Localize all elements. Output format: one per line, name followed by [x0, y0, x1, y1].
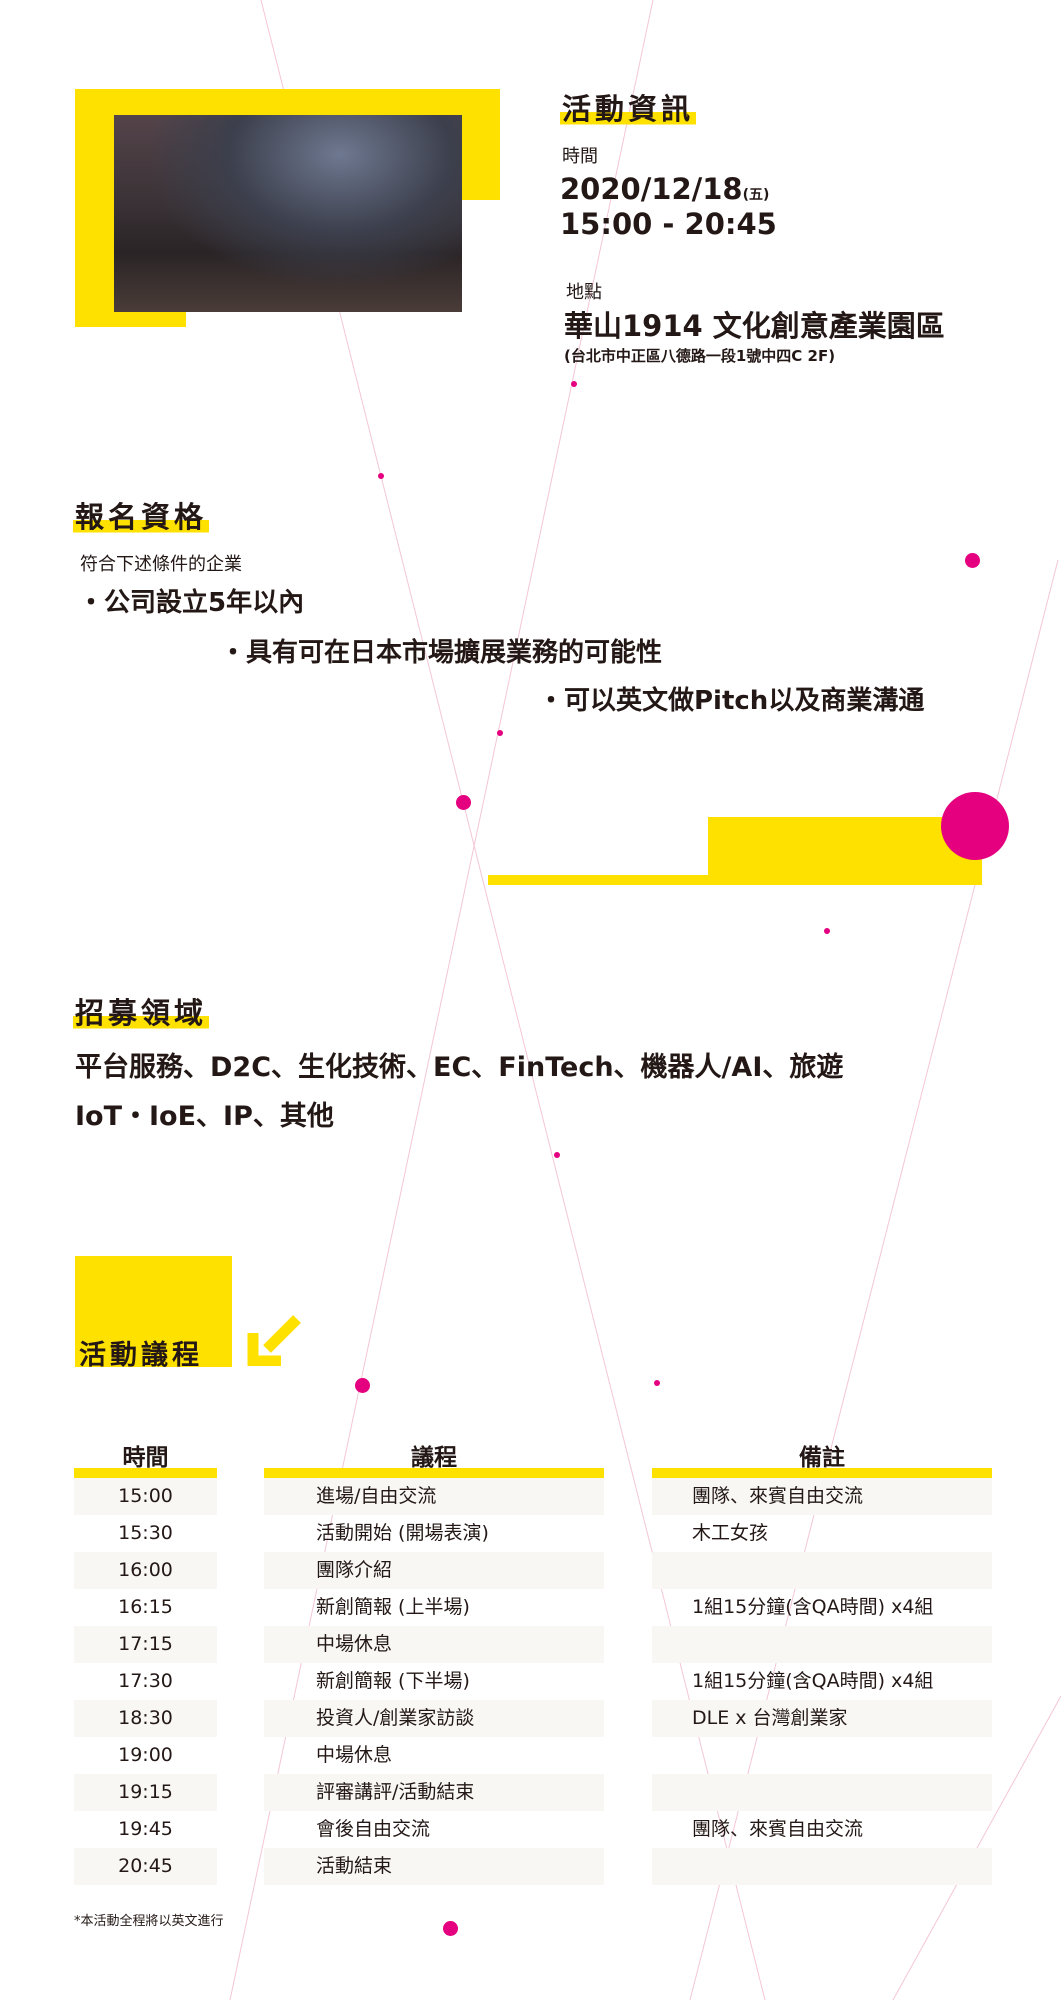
agenda-program-cell: 新創簡報 (下半場)	[316, 1670, 470, 1692]
agenda-time-cell: 19:15	[74, 1774, 217, 1811]
agenda-program-cell: 投資人/創業家訪談	[264, 1700, 604, 1737]
header-bar	[652, 1468, 992, 1478]
agenda-program-cell: 團隊介紹	[264, 1552, 604, 1589]
agenda-note-cell: 團隊、來賓自由交流	[652, 1478, 992, 1515]
eligibility-item: ・公司設立5年以內	[78, 588, 305, 618]
agenda-note-cell	[652, 1737, 992, 1774]
eligibility-item: ・可以英文做Pitch以及商業溝通	[538, 686, 925, 716]
agenda-note-cell	[652, 1626, 992, 1663]
agenda-note-cell: 1組15分鐘(含QA時間) x4組	[692, 1670, 934, 1692]
note-header: 備註	[799, 1445, 845, 1471]
decor-dot	[654, 1380, 660, 1386]
agenda-time-cell: 18:30	[74, 1700, 217, 1737]
header-bar	[264, 1468, 604, 1478]
decor-dot	[378, 473, 384, 479]
agenda-program-cell: 新創簡報 (上半場)	[316, 1596, 470, 1618]
time-label: 時間	[562, 146, 598, 167]
decor-circle	[941, 792, 1009, 860]
agenda-time-cell: 19:45	[118, 1818, 173, 1840]
header-bar	[74, 1468, 217, 1478]
agenda-note-cell	[652, 1552, 992, 1589]
arrow-down-left-icon	[247, 1315, 301, 1366]
weekday-text: (五)	[742, 187, 770, 203]
time-column: 時間 15:00 15:30 16:00 16:15 17:15 17:30 18:30 19…	[74, 1438, 217, 1885]
agenda-note-cell: 1組15分鐘(含QA時間) x4組	[692, 1596, 934, 1618]
info-title: 活動資訊	[560, 86, 697, 128]
fields-line: IoT・IoE、IP、其他	[75, 1101, 334, 1132]
event-date: 2020/12/18(五)	[560, 172, 769, 206]
place-label: 地點	[566, 282, 602, 303]
agenda-time-cell: 15:00	[74, 1478, 217, 1515]
agenda-time-cell: 15:30	[118, 1522, 173, 1544]
decor-dot	[443, 1921, 458, 1936]
program-rows: 進場/自由交流活動開始 (開場表演)團隊介紹新創簡報 (上半場)中場休息新創簡報…	[264, 1478, 604, 1885]
footnote: *本活動全程將以英文進行	[74, 1914, 224, 1929]
time-header: 時間	[122, 1445, 169, 1471]
agenda-program-cell: 會後自由交流	[316, 1818, 431, 1840]
decor-dot	[355, 1378, 370, 1393]
agenda-title: 活動議程	[79, 1340, 203, 1371]
agenda-program-cell: 活動開始 (開場表演)	[316, 1522, 489, 1544]
time-rows: 15:00 15:30 16:00 16:15 17:15 17:30 18:30 19:00…	[74, 1478, 217, 1885]
agenda-note-cell	[652, 1774, 992, 1811]
date-text: 2020/12/18	[560, 172, 743, 206]
eligibility-title: 報名資格	[73, 494, 210, 536]
agenda-note-cell: 木工女孩	[692, 1522, 769, 1544]
agenda-program-cell: 評審講評/活動結束	[264, 1774, 604, 1811]
eligibility-item: ・具有可在日本市場擴展業務的可能性	[220, 638, 663, 668]
decor-dot	[554, 1152, 560, 1158]
fields-line: 平台服務、D2C、生化技術、EC、FinTech、機器人/AI、旅遊	[75, 1052, 844, 1083]
agenda-program-cell: 進場/自由交流	[264, 1478, 604, 1515]
decor-dot	[965, 553, 980, 568]
decor-dot	[824, 928, 830, 934]
event-time: 15:00 - 20:45	[560, 207, 777, 241]
agenda-time-cell: 19:00	[118, 1744, 173, 1766]
eligibility-intro: 符合下述條件的企業	[80, 554, 242, 575]
program-header: 議程	[411, 1445, 457, 1471]
decor-dot	[571, 381, 577, 387]
event-photo	[114, 115, 462, 312]
venue: 華山1914 文化創意產業園區	[564, 309, 945, 343]
agenda-time-cell: 17:30	[118, 1670, 173, 1692]
agenda-block	[75, 1256, 232, 1367]
fields-title: 招募領域	[73, 990, 210, 1032]
decor-dot	[456, 795, 471, 810]
agenda-time-cell: 16:00	[74, 1552, 217, 1589]
agenda-program-cell: 活動結束	[264, 1848, 604, 1885]
agenda-note-cell	[652, 1848, 992, 1885]
agenda-time-cell: 17:15	[74, 1626, 217, 1663]
program-column: 議程 進場/自由交流活動開始 (開場表演)團隊介紹新創簡報 (上半場)中場休息新…	[264, 1438, 604, 1885]
agenda-note-cell: 團隊、來賓自由交流	[692, 1818, 864, 1840]
decor-dot	[497, 730, 503, 736]
agenda-note-cell: DLE x 台灣創業家	[652, 1700, 992, 1737]
address: (台北市中正區八德路一段1號中四C 2F)	[564, 347, 836, 365]
agenda-program-cell: 中場休息	[264, 1626, 604, 1663]
decor-block	[708, 817, 982, 885]
agenda-program-cell: 中場休息	[316, 1744, 393, 1766]
agenda-time-cell: 20:45	[74, 1848, 217, 1885]
agenda-time-cell: 16:15	[118, 1596, 173, 1618]
